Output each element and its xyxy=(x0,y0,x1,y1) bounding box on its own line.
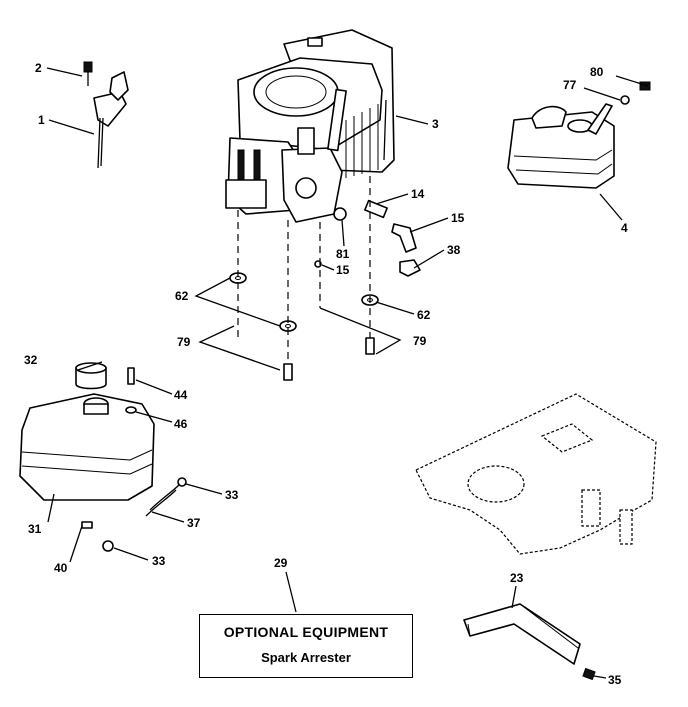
callout-15-lower: 15 xyxy=(336,263,350,277)
callout-62-left: 62 xyxy=(175,289,189,303)
mount-washers-bolts xyxy=(229,176,379,381)
spark-arrester-label: Spark Arrester xyxy=(261,650,351,665)
optional-equipment-title: OPTIONAL EQUIPMENT xyxy=(223,624,389,640)
callout-31: 31 xyxy=(28,522,42,536)
callout-labels: 2 1 3 80 77 4 14 15 81 38 15 62 62 79 79… xyxy=(24,61,628,687)
callout-35: 35 xyxy=(608,673,622,687)
callout-32: 32 xyxy=(24,353,38,367)
optional-equipment-box: OPTIONAL EQUIPMENT Spark Arrester xyxy=(199,614,413,678)
callout-33-lower: 33 xyxy=(152,554,166,568)
spark-arrester-part xyxy=(463,603,596,681)
callout-1: 1 xyxy=(38,113,45,127)
throttle-control-part xyxy=(83,61,129,169)
callout-44: 44 xyxy=(174,388,188,402)
callout-81: 81 xyxy=(336,247,350,261)
frame-plate-part xyxy=(415,393,657,555)
callout-40: 40 xyxy=(54,561,68,575)
callout-46: 46 xyxy=(174,417,188,431)
callout-2: 2 xyxy=(35,61,42,75)
callout-3: 3 xyxy=(432,117,439,131)
callout-15-upper: 15 xyxy=(451,211,465,225)
callout-14: 14 xyxy=(411,187,425,201)
callout-77: 77 xyxy=(563,78,577,92)
callout-29: 29 xyxy=(274,556,288,570)
callout-79-right: 79 xyxy=(413,334,427,348)
leader-lines xyxy=(46,67,649,679)
callout-4: 4 xyxy=(621,221,628,235)
fuel-tank-parts xyxy=(19,362,187,552)
callout-33-upper: 33 xyxy=(225,488,239,502)
callout-37: 37 xyxy=(187,516,201,530)
callout-38: 38 xyxy=(447,243,461,257)
muffler-part xyxy=(507,81,651,189)
callout-79-left: 79 xyxy=(177,335,191,349)
callout-62-right: 62 xyxy=(417,308,431,322)
callout-80: 80 xyxy=(590,65,604,79)
engine-part xyxy=(225,29,395,223)
callout-23: 23 xyxy=(510,571,524,585)
